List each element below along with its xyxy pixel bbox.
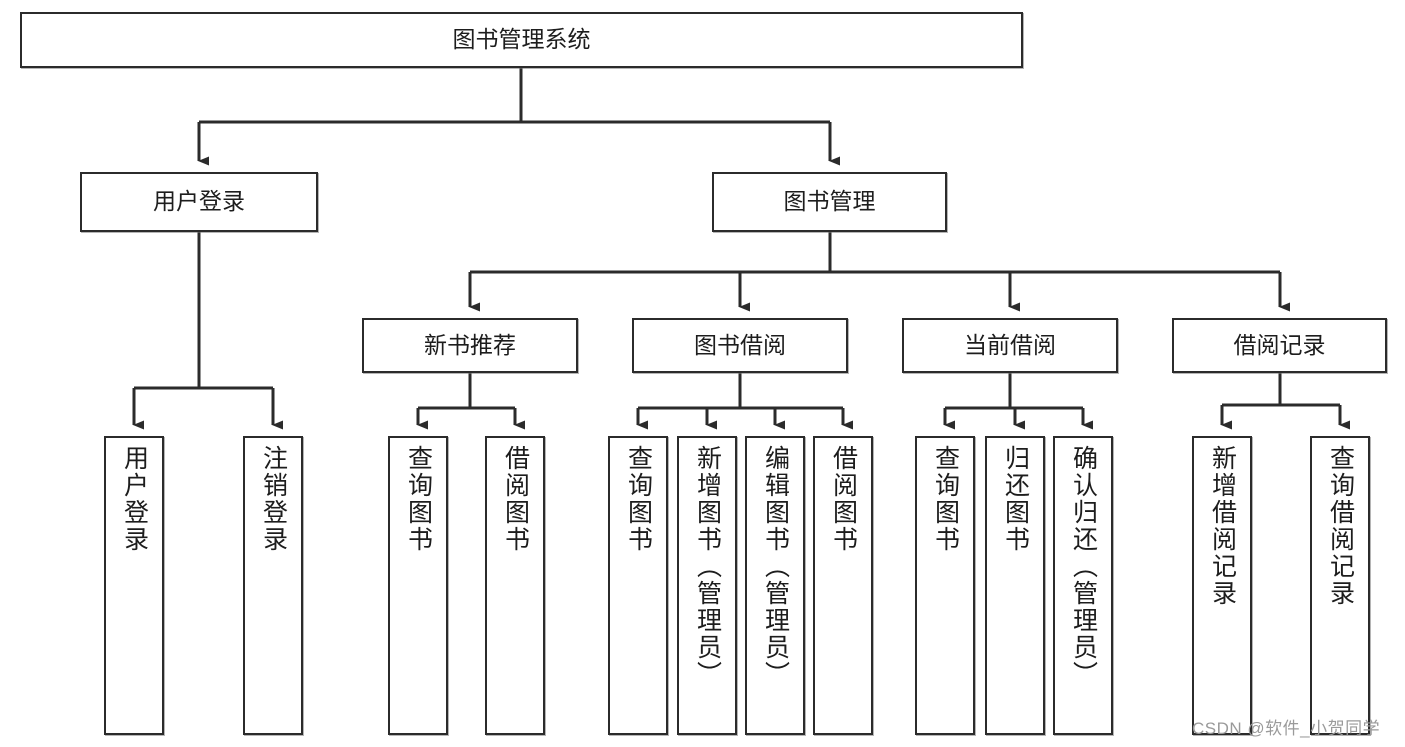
node-book-manage-label: 图书管理: [783, 188, 876, 215]
node-root[interactable]: 图书管理系统: [20, 12, 1023, 68]
node-user-login-label: 用户登录: [153, 188, 245, 215]
node-book-borrow-label: 图书借阅: [694, 331, 786, 358]
node-leaf-query-book-3-label: 查询图书: [931, 445, 960, 553]
node-book-borrow[interactable]: 图书借阅: [632, 318, 848, 373]
edge-group-book-manage: [468, 232, 1290, 312]
node-leaf-borrow-book-2[interactable]: 借阅图书: [813, 436, 873, 735]
edge-group-new-book-rec: [416, 373, 525, 430]
edge-group-root: [197, 68, 840, 166]
node-leaf-query-book-2[interactable]: 查询图书: [608, 436, 668, 735]
node-leaf-query-book-1-label: 查询图书: [404, 445, 433, 553]
node-leaf-borrow-book-2-label: 借阅图书: [829, 445, 858, 553]
node-user-login[interactable]: 用户登录: [80, 172, 318, 232]
node-leaf-add-record[interactable]: 新增借阅记录: [1192, 436, 1252, 735]
node-leaf-user-login[interactable]: 用户登录: [104, 436, 164, 735]
edge-group-borrow-record: [1220, 373, 1350, 430]
node-root-label: 图书管理系统: [452, 26, 591, 53]
node-leaf-query-book-3[interactable]: 查询图书: [915, 436, 975, 735]
node-leaf-logout-label: 注销登录: [259, 445, 288, 553]
node-current-borrow[interactable]: 当前借阅: [902, 318, 1118, 373]
node-leaf-borrow-book-1-label: 借阅图书: [501, 445, 530, 553]
node-leaf-add-book-label: 新增图书（管理员）: [693, 445, 722, 688]
node-leaf-confirm-return-label: 确认归还（管理员）: [1069, 445, 1098, 688]
node-new-book-rec[interactable]: 新书推荐: [362, 318, 578, 373]
node-book-manage[interactable]: 图书管理: [712, 172, 947, 232]
node-leaf-query-book-1[interactable]: 查询图书: [388, 436, 448, 735]
node-leaf-confirm-return[interactable]: 确认归还（管理员）: [1053, 436, 1113, 735]
edge-group-user-login: [132, 232, 283, 430]
node-leaf-add-book[interactable]: 新增图书（管理员）: [677, 436, 737, 735]
node-leaf-return-book-label: 归还图书: [1001, 445, 1030, 553]
node-borrow-record[interactable]: 借阅记录: [1172, 318, 1387, 373]
edge-group-book-borrow: [636, 373, 853, 430]
node-new-book-rec-label: 新书推荐: [424, 331, 516, 358]
node-leaf-return-book[interactable]: 归还图书: [985, 436, 1045, 735]
node-leaf-add-record-label: 新增借阅记录: [1208, 445, 1237, 607]
node-leaf-query-record[interactable]: 查询借阅记录: [1310, 436, 1370, 735]
node-current-borrow-label: 当前借阅: [964, 331, 1056, 358]
node-leaf-user-login-label: 用户登录: [120, 445, 149, 553]
node-leaf-edit-book[interactable]: 编辑图书（管理员）: [745, 436, 805, 735]
node-borrow-record-label: 借阅记录: [1233, 331, 1326, 358]
node-leaf-borrow-book-1[interactable]: 借阅图书: [485, 436, 545, 735]
edge-group-current-borrow: [943, 373, 1093, 430]
node-leaf-logout[interactable]: 注销登录: [243, 436, 303, 735]
node-leaf-edit-book-label: 编辑图书（管理员）: [761, 445, 790, 688]
node-leaf-query-record-label: 查询借阅记录: [1326, 445, 1355, 607]
node-leaf-query-book-2-label: 查询图书: [624, 445, 653, 553]
